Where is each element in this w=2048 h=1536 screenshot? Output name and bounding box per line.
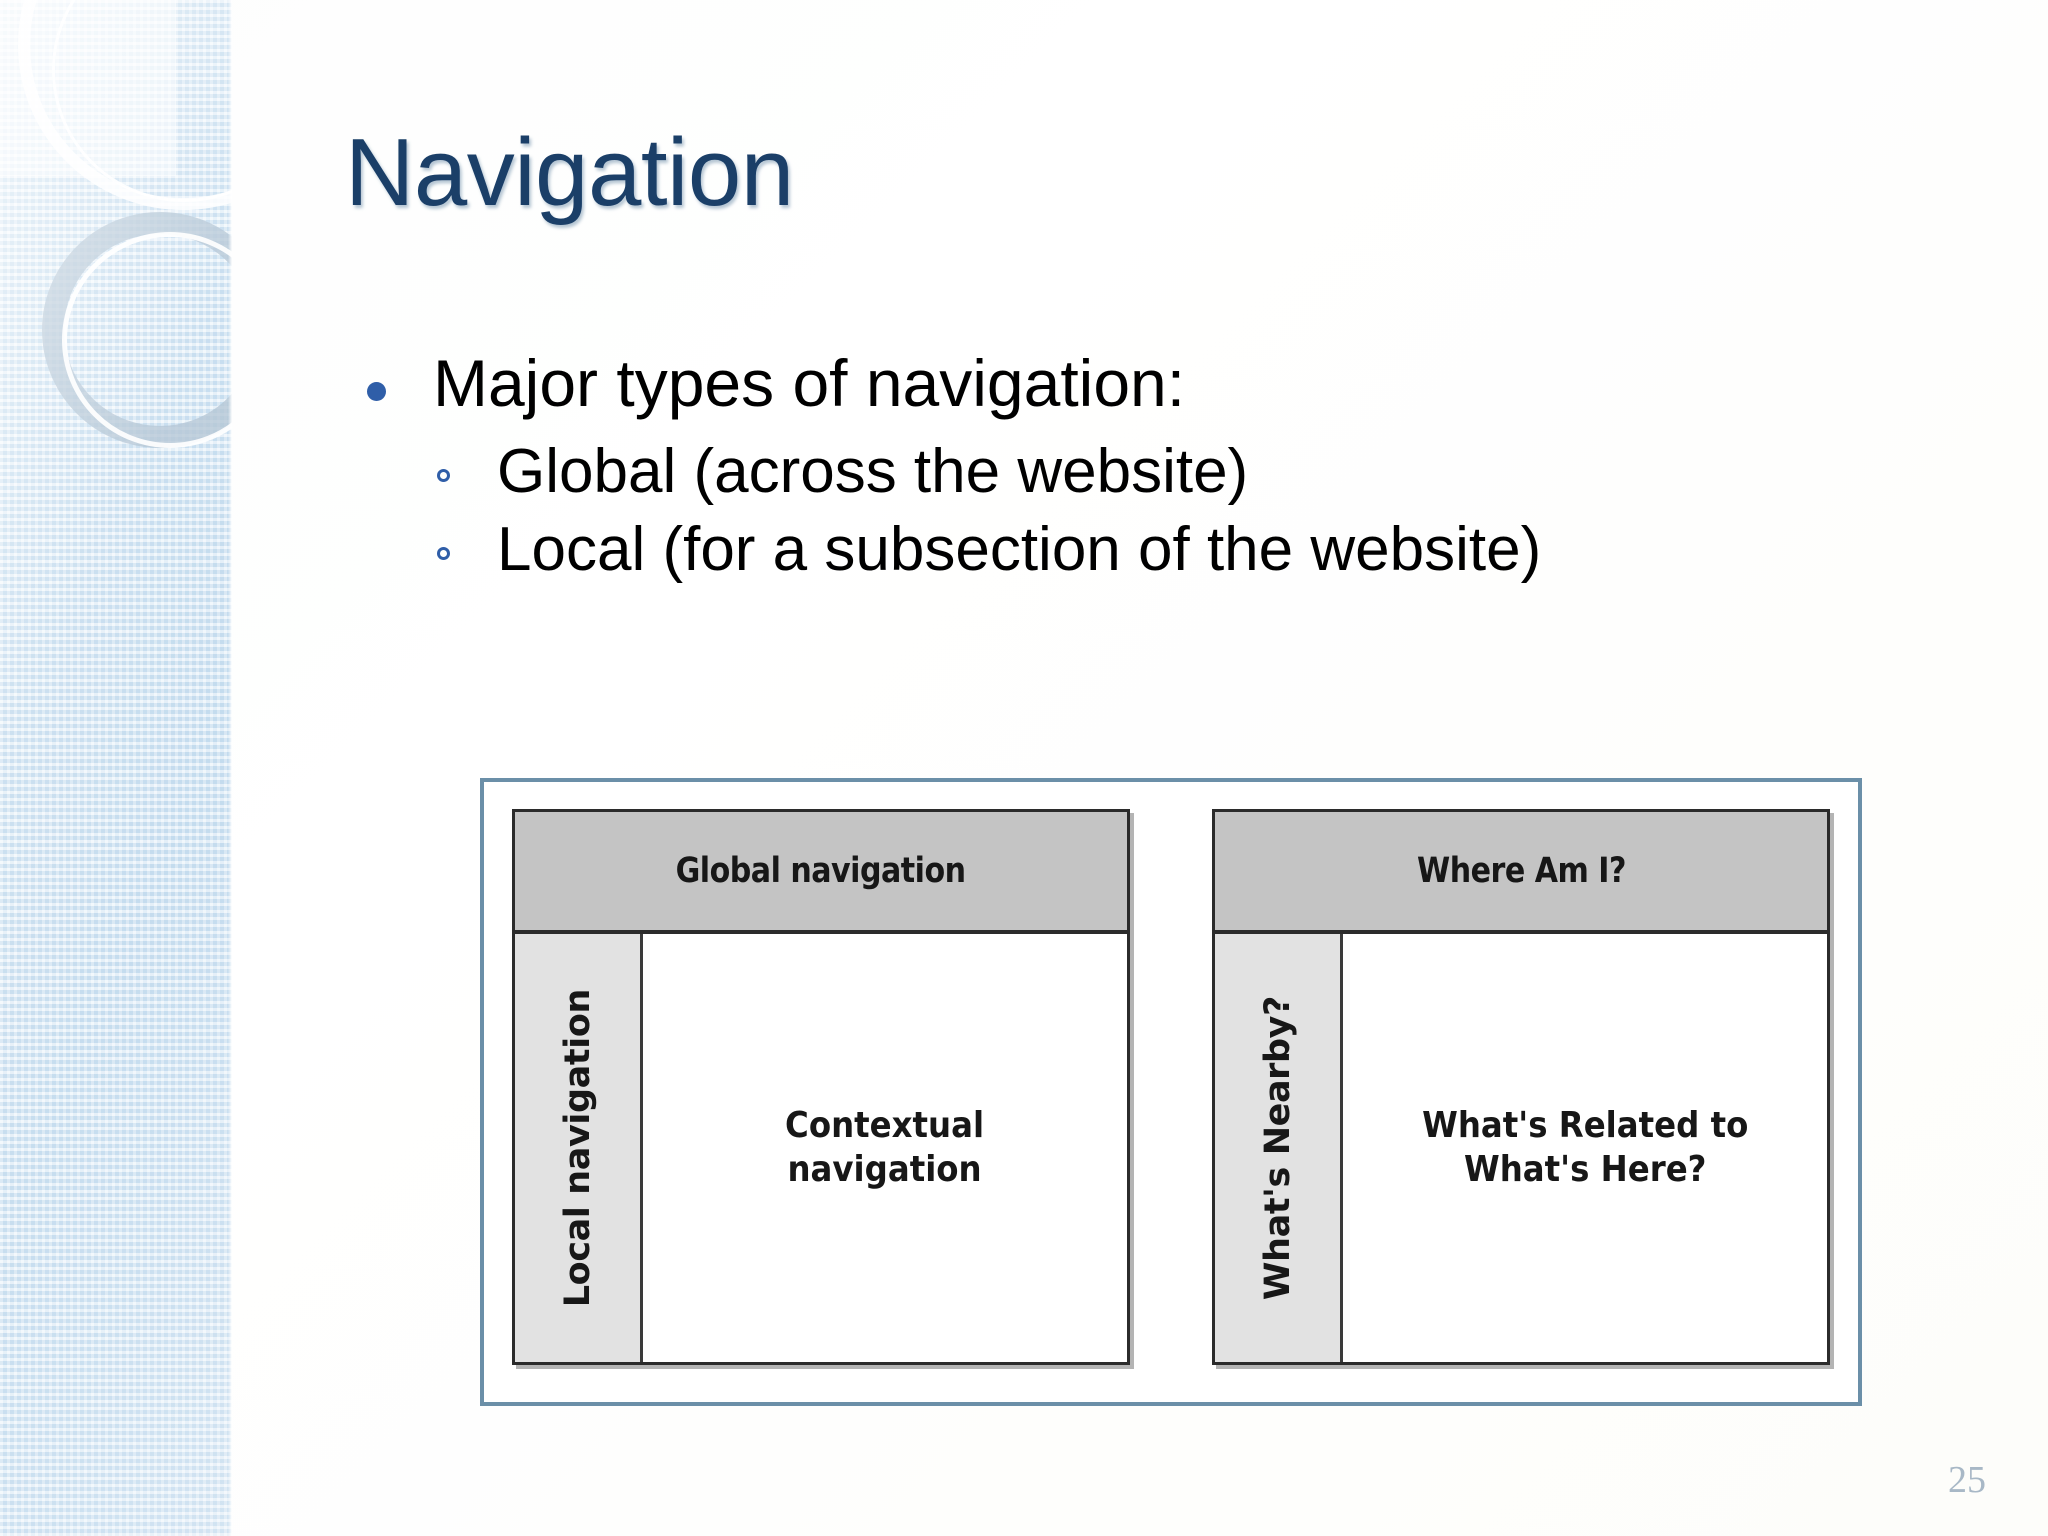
diagram-panel-global: Global navigation Local navigation Conte…: [512, 809, 1130, 1365]
panel-content-contextual: Contextual navigation: [643, 934, 1127, 1362]
panel-rail-whats-nearby: What's Nearby?: [1215, 934, 1343, 1362]
bullet-level2-global-label: Global (across the website): [497, 437, 1249, 507]
panel-header-global-label: Global navigation: [676, 851, 966, 891]
band-edge: [228, 0, 232, 1536]
band-sheen: [0, 0, 232, 1536]
panel-header-where-am-i-label: Where Am I?: [1416, 851, 1626, 891]
panel-body-global: Local navigation Contextual navigation: [515, 934, 1127, 1362]
navigation-diagram-inner: Global navigation Local navigation Conte…: [484, 782, 1858, 1402]
panel-rail-whats-nearby-label: What's Nearby?: [1257, 995, 1298, 1301]
bullet-level2-local: Local (for a subsection of the website): [345, 515, 1765, 584]
panel-content-whats-related: What's Related to What's Here?: [1343, 934, 1827, 1362]
decorative-side-band: [0, 0, 232, 1536]
bullet-dot-icon: [367, 382, 386, 401]
bullet-level2-local-label: Local (for a subsection of the website): [497, 514, 1542, 584]
bullet-level1-label: Major types of navigation:: [433, 346, 1186, 420]
page-number: 25: [1948, 1459, 1986, 1501]
navigation-diagram: Global navigation Local navigation Conte…: [480, 778, 1862, 1406]
panel-rail-local-navigation: Local navigation: [515, 934, 643, 1362]
bullet-list: Major types of navigation: Global (acros…: [345, 346, 1765, 592]
bullet-level1: Major types of navigation:: [345, 346, 1765, 420]
bullet-level2-global: Global (across the website): [345, 437, 1765, 506]
bullet-hollow-circle-icon: [437, 546, 450, 560]
panel-content-contextual-label: Contextual navigation: [785, 1105, 985, 1190]
diagram-panel-where-am-i: Where Am I? What's Nearby? What's Relate…: [1212, 809, 1830, 1365]
panel-rail-local-navigation-label: Local navigation: [557, 988, 598, 1308]
bullet-hollow-circle-icon: [437, 469, 450, 483]
page-title: Navigation: [345, 119, 794, 226]
panel-content-whats-related-label: What's Related to What's Here?: [1421, 1105, 1749, 1190]
panel-header-global: Global navigation: [515, 812, 1127, 934]
panel-header-where-am-i: Where Am I?: [1215, 812, 1827, 934]
panel-body-where-am-i: What's Nearby? What's Related to What's …: [1215, 934, 1827, 1362]
